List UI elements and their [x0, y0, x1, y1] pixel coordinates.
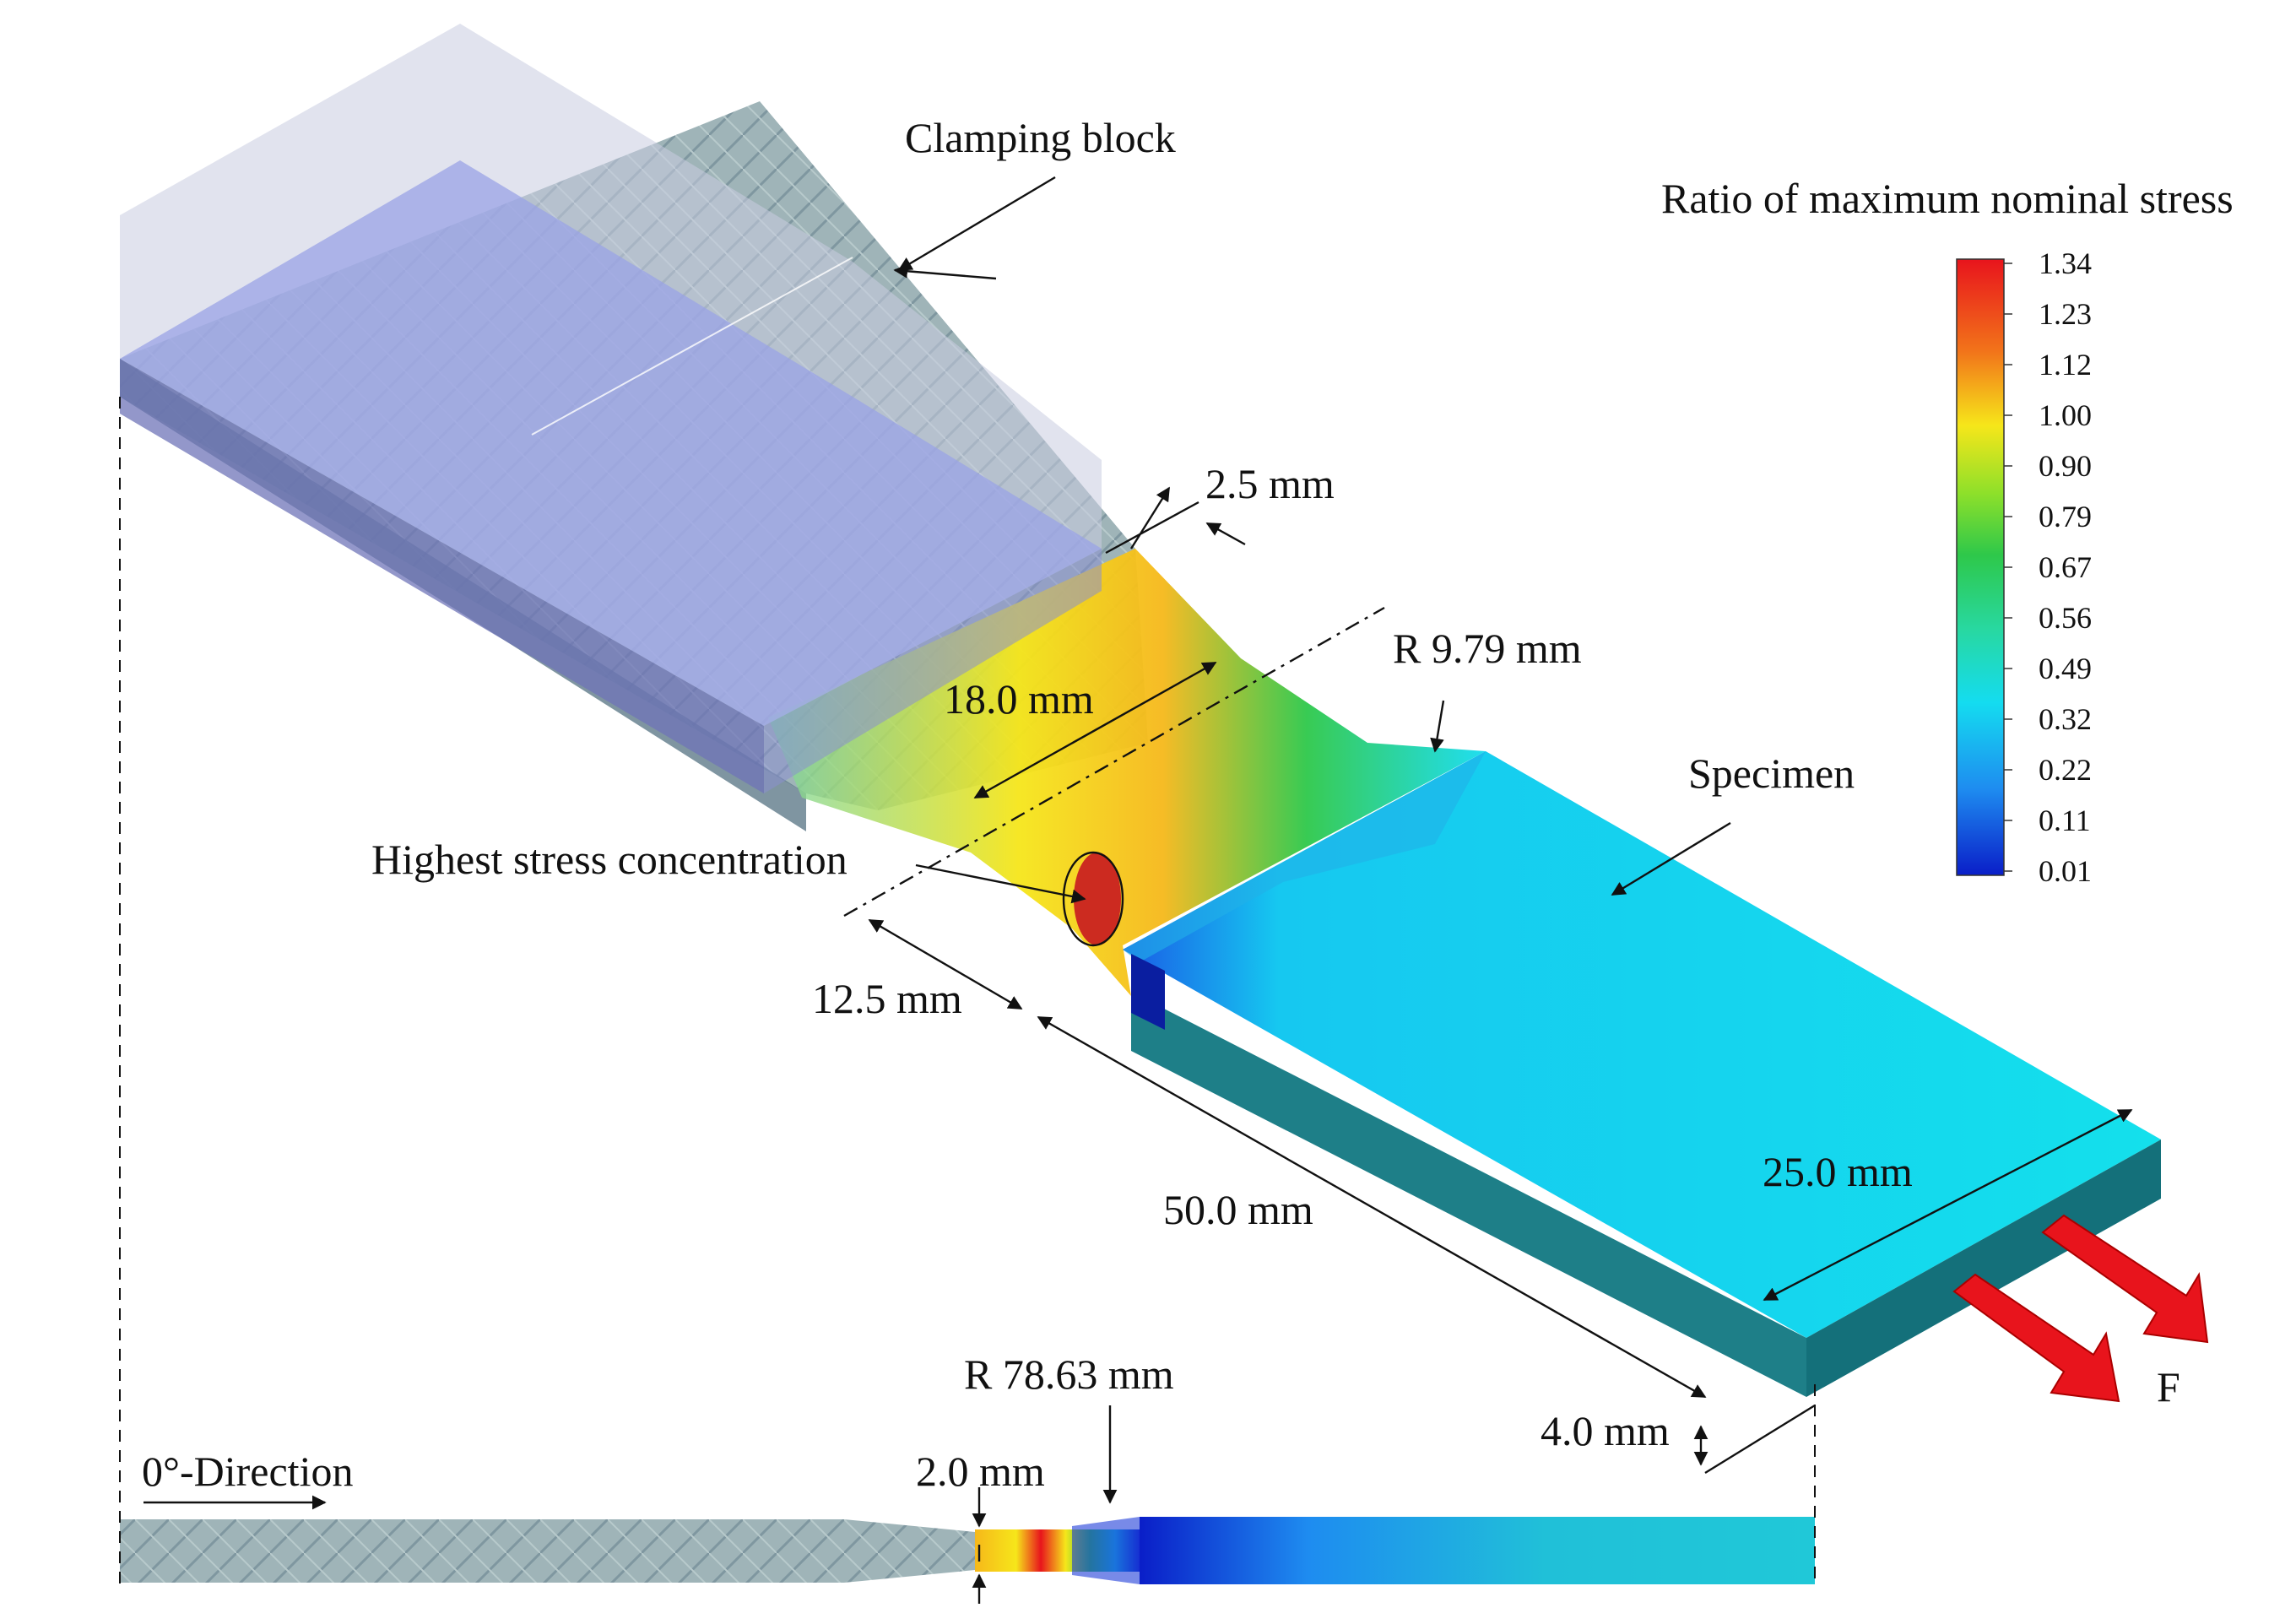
colorbar-tick-label: 0.79: [2039, 500, 2092, 533]
dim-r-9-79: R 9.79 mm: [1393, 625, 1582, 672]
colorbar-gradient: [1956, 258, 2005, 876]
dim-4-0: 4.0 mm: [1541, 1407, 1670, 1454]
dim-2-5: 2.5 mm: [1205, 460, 1335, 507]
clamping-block: [120, 24, 1102, 793]
dim-25-0: 25.0 mm: [1763, 1148, 1913, 1195]
dim-12-5: 12.5 mm: [812, 975, 962, 1022]
label-highest-stress: Highest stress concentration: [371, 836, 847, 883]
colorbar-tick-label: 0.32: [2039, 702, 2092, 736]
force-arrow-lower: [1952, 1273, 2120, 1403]
force-arrows: [1952, 1214, 2209, 1403]
colorbar-tick-label: 1.34: [2039, 246, 2092, 280]
colorbar-tick-label: 0.67: [2039, 550, 2092, 584]
dim-50-0: 50.0 mm: [1163, 1186, 1313, 1233]
colorbar-tick-label: 1.00: [2039, 398, 2092, 432]
force-arrow-upper: [2041, 1214, 2209, 1344]
colorbar-tick-label: 0.01: [2039, 854, 2092, 888]
colorbar-tick-label: 0.11: [2039, 804, 2091, 837]
label-direction: 0°-Direction: [142, 1448, 353, 1495]
dim-18-0: 18.0 mm: [944, 675, 1094, 723]
colorbar-tick-label: 0.90: [2039, 449, 2092, 483]
colorbar: 1.34 1.23 1.12 1.00 0.90 0.79 0.67 0.56 0.49 0.32…: [1661, 175, 2234, 888]
label-clamping-block: Clamping block: [905, 114, 1176, 161]
dim-2-0: 2.0 mm: [916, 1448, 1045, 1495]
dimension-lines: [144, 176, 2133, 1604]
colorbar-tick-label: 0.49: [2039, 652, 2092, 685]
colorbar-tick-label: 0.22: [2039, 753, 2092, 787]
colorbar-tick-label: 1.12: [2039, 348, 2092, 382]
colorbar-tick-label: 0.56: [2039, 601, 2092, 635]
label-force: F: [2157, 1363, 2180, 1410]
side-view-strip: [120, 1517, 1815, 1584]
label-specimen: Specimen: [1688, 750, 1855, 797]
colorbar-ticks: 1.34 1.23 1.12 1.00 0.90 0.79 0.67 0.56 0.49 0.32…: [2004, 246, 2092, 888]
colorbar-tick-label: 1.23: [2039, 297, 2092, 331]
dim-r-78-63: R 78.63 mm: [964, 1351, 1174, 1398]
colorbar-title: Ratio of maximum nominal stress: [1661, 175, 2234, 222]
